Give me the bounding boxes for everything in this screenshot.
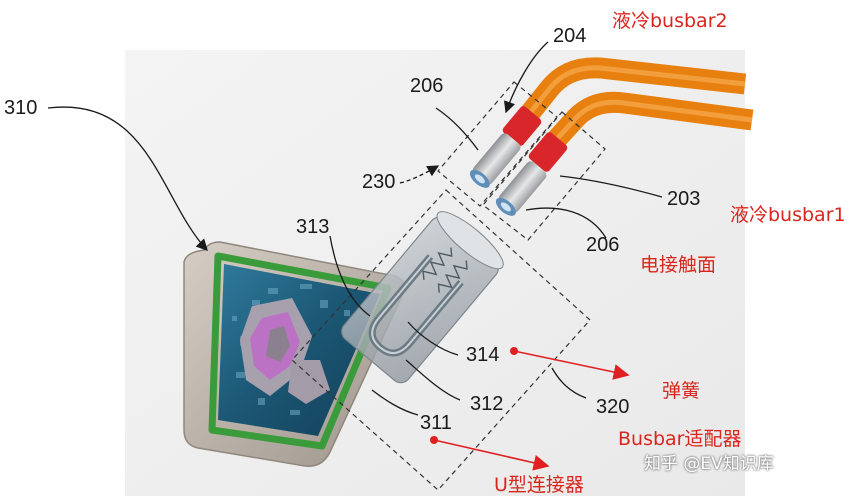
label-206-bottom: 206 [586, 234, 620, 256]
label-320: 320 [596, 396, 630, 418]
label-204: 204 [553, 25, 587, 47]
label-311: 311 [420, 412, 452, 434]
label-203: 203 [667, 188, 701, 210]
label-310: 310 [4, 97, 38, 119]
label-206-top: 206 [410, 75, 444, 97]
label-314: 314 [466, 344, 500, 366]
busbar-2 [509, 57, 747, 135]
contact-sleeve-2 [502, 106, 542, 146]
annotation-busbar-adapter: Busbar适配器 [618, 428, 742, 450]
green-seal [208, 252, 392, 450]
contact-sleeve-1 [528, 132, 568, 172]
annotation-busbar2: 液冷busbar2 [612, 10, 728, 32]
busbar-adapter [341, 211, 504, 384]
pcb-connector [240, 298, 330, 404]
annotation-contact-surface: 电接触面 [640, 254, 717, 276]
busbar-1 [537, 91, 754, 160]
terminal-1 [495, 161, 547, 216]
red-callouts [430, 347, 630, 471]
label-312: 312 [470, 393, 504, 415]
annotation-busbar1: 液冷busbar1 [730, 204, 846, 226]
annotation-spring: 弹簧 [662, 380, 701, 402]
dashed-box-terminal-1 [482, 111, 606, 241]
label-313: 313 [296, 216, 330, 238]
dashed-box-adapter [291, 189, 591, 491]
terminal-2 [469, 133, 521, 188]
leader-lines [47, 41, 663, 416]
annotation-u-connector: U型连接器 [494, 474, 584, 496]
watermark: 知乎 @EV知识库 [644, 454, 774, 474]
dashed-box-terminal-2 [437, 81, 558, 207]
label-230: 230 [362, 171, 396, 193]
